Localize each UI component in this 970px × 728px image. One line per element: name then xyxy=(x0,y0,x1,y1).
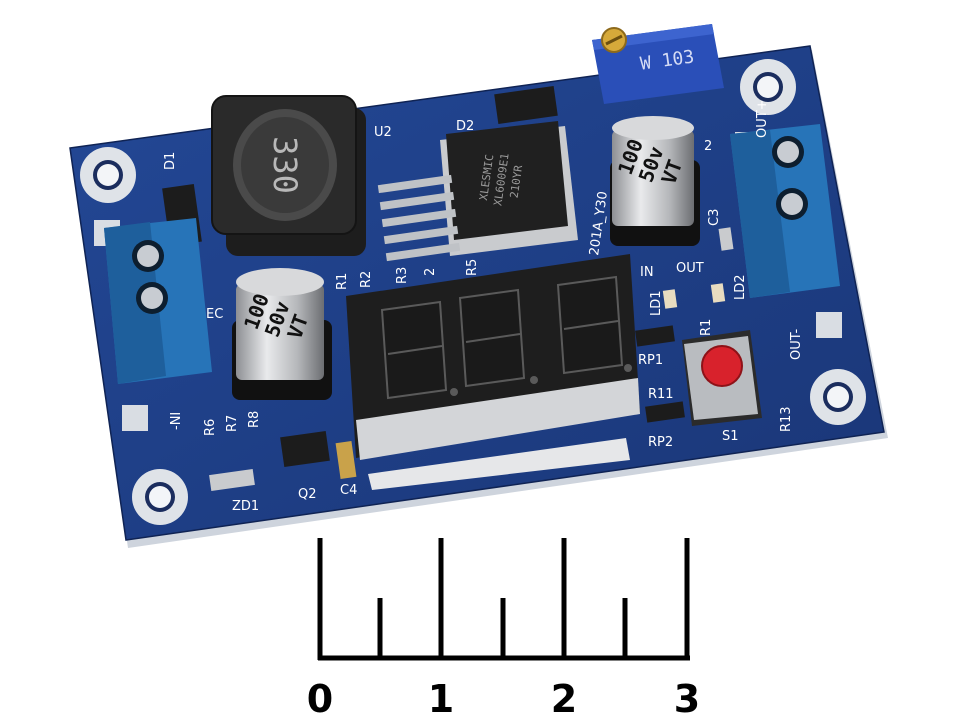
ic-marking-line3: 210YR xyxy=(508,164,526,199)
scale-label-2: 2 xyxy=(551,677,577,721)
seven-segment-display xyxy=(346,254,640,490)
label-zd1: ZD1 xyxy=(232,499,259,514)
resistor-array xyxy=(635,325,675,347)
mounting-hole-br xyxy=(810,369,866,425)
decimal-point xyxy=(450,388,458,396)
digit-1 xyxy=(380,300,448,400)
label-out-plus: OUT+ xyxy=(755,99,770,138)
label-r5: R5 xyxy=(465,259,480,276)
label-r13: R13 xyxy=(779,406,794,432)
silkscreen-labels: U2 D2 D1 EC -NI OUT+ OUT- C3 2 201A_Y30 … xyxy=(163,99,804,514)
label-d2: D2 xyxy=(456,119,474,134)
ic-marking-line1: XLESMIC xyxy=(477,154,496,202)
label-in-minus: -NI xyxy=(169,412,184,430)
solder-pad xyxy=(122,405,148,431)
capacitor-left: 100 50v VT xyxy=(232,268,332,400)
label-out-minus: OUT- xyxy=(789,329,804,360)
led-in xyxy=(662,289,678,309)
mounting-hole-bl xyxy=(132,469,188,525)
push-button-s1 xyxy=(682,330,762,426)
label-r7: R7 xyxy=(225,415,240,432)
label-out: OUT xyxy=(676,261,704,276)
scale-ruler: 0 1 2 3 xyxy=(307,538,700,721)
inductor-marking: 330 xyxy=(266,136,304,194)
scale-label-3: 3 xyxy=(674,677,700,721)
label-rp2: RP2 xyxy=(648,435,673,450)
decimal-point xyxy=(530,376,538,384)
mounting-hole-tr xyxy=(740,59,796,115)
label-ec: EC xyxy=(206,307,223,322)
diode-d2 xyxy=(494,85,558,125)
label-r11: R11 xyxy=(648,387,674,402)
digit-3 xyxy=(556,275,624,375)
resistor-array xyxy=(645,401,685,423)
label-r14: R1 xyxy=(699,319,714,336)
label-r3: R3 xyxy=(395,267,410,284)
label-u2: U2 xyxy=(374,125,392,140)
capacitor-right: 100 50v VT xyxy=(610,116,700,246)
digit-2 xyxy=(458,288,526,388)
label-c4: C4 xyxy=(340,483,357,498)
scale-label-0: 0 xyxy=(307,677,333,721)
solder-pad xyxy=(816,312,842,338)
ic-pins xyxy=(377,174,461,262)
label-r8: R8 xyxy=(247,411,262,428)
terminal-block-input xyxy=(104,218,212,384)
label-r4: 2 xyxy=(423,268,438,276)
label-d1: D1 xyxy=(163,152,178,170)
label-in: IN xyxy=(640,265,654,280)
label-r6: R6 xyxy=(203,419,218,436)
scale-label-1: 1 xyxy=(428,677,454,721)
label-ld2: LD2 xyxy=(733,274,748,300)
decimal-point xyxy=(624,364,632,372)
resistor-c3 xyxy=(718,227,734,251)
label-ld1: LD1 xyxy=(649,290,664,316)
label-r1: R1 xyxy=(335,273,350,290)
label-r2: R2 xyxy=(359,271,374,288)
label-q2: Q2 xyxy=(298,487,317,502)
terminal-block-output xyxy=(730,124,840,298)
label-c2: 2 xyxy=(704,139,712,154)
zener-zd1 xyxy=(209,469,255,491)
label-rp1: RP1 xyxy=(638,353,663,368)
regulator-ic: XLESMIC XL6009E1 210YR xyxy=(377,121,578,262)
mounting-hole-tl xyxy=(80,147,136,203)
capacitor-c4 xyxy=(335,441,357,479)
inductor: 330 xyxy=(211,95,366,256)
potentiometer: W 103 xyxy=(592,24,724,104)
transistor-q2 xyxy=(280,430,330,468)
led-out xyxy=(710,283,726,303)
label-s1: S1 xyxy=(722,429,739,444)
label-c3: C3 xyxy=(707,209,722,226)
